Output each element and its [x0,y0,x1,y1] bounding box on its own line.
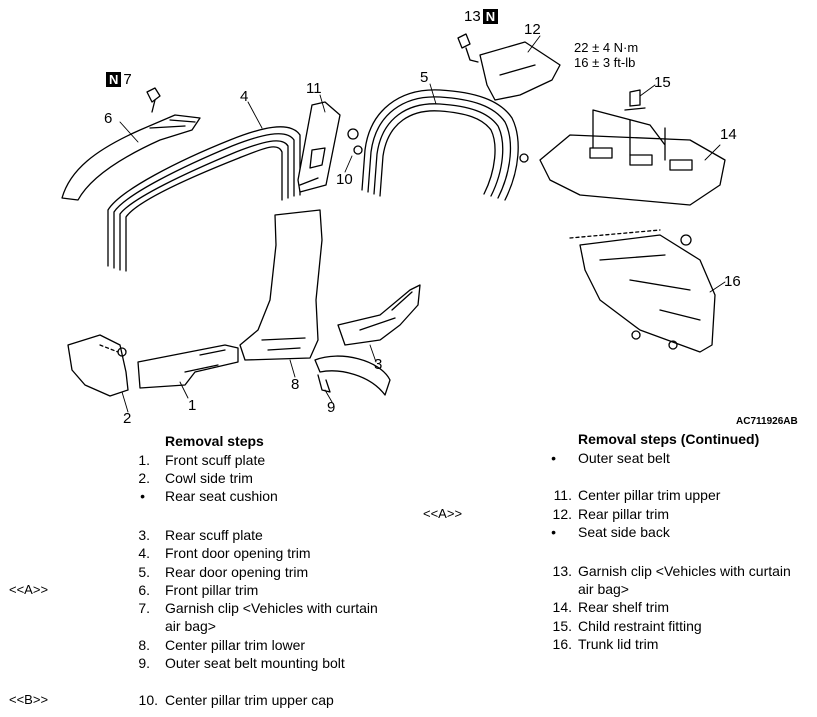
garnish-clip-13-drawing [457,33,479,63]
callout-14: 14 [720,126,737,143]
torque-line-2: 16 ± 3 ft-lb [574,55,636,70]
cowl-side-trim-drawing [67,334,129,397]
rear-door-opening-trim-drawing [361,89,519,201]
right-list-item-wrap: air bag> [578,581,629,597]
callout-7-number: 7 [123,71,132,88]
callout-1: 1 [188,397,197,414]
callout-8: 8 [291,376,300,393]
left-list-item-wrap: air bag> [165,618,216,634]
callout-2: 2 [123,410,132,427]
trunk-lid-trim-drawing [569,229,716,353]
exploded-parts-diagram [61,33,726,413]
garnish-clip-7-drawing [146,87,161,113]
rear-pillar-trim-drawing [479,41,561,101]
rear-shelf-trim-drawing [519,109,726,206]
callout-15: 15 [654,74,671,91]
leader-lines [119,35,726,413]
callout-10: 10 [336,171,353,188]
torque-spec: 22 ± 4 N·m 16 ± 3 ft-lb [574,40,638,70]
callout-6: 6 [104,110,113,127]
procedure-note: <<A>> [9,582,49,597]
callout-11: 11 [306,80,322,97]
callout-16: 16 [724,273,741,290]
callout-13-number: 13 [464,8,481,25]
front-scuff-plate-drawing [137,344,239,389]
torque-line-1: 22 ± 4 N·m [574,40,639,55]
callout-5: 5 [420,69,429,86]
callout-3: 3 [374,356,383,373]
right-list-heading: Removal steps (Continued) [578,431,760,447]
n-badge: N [106,72,122,87]
front-door-opening-trim-drawing [107,126,301,272]
procedure-note: <<B>> [9,692,49,707]
child-restraint-fitting-drawing [624,89,646,111]
callout-9: 9 [327,399,336,416]
pillar-cap-10-drawing [347,128,363,155]
callout-12: 12 [524,21,541,38]
callout-4: 4 [240,88,249,105]
center-pillar-trim-upper-drawing [297,101,341,193]
rear-scuff-plate-drawing [337,284,421,346]
procedure-note: <<A>> [423,506,463,521]
front-pillar-trim-drawing [61,114,201,201]
figure-code: AC711926AB [736,416,798,427]
left-list-heading: Removal steps [165,433,264,449]
n-badge: N [482,9,499,24]
center-pillar-trim-lower-drawing [239,209,323,361]
